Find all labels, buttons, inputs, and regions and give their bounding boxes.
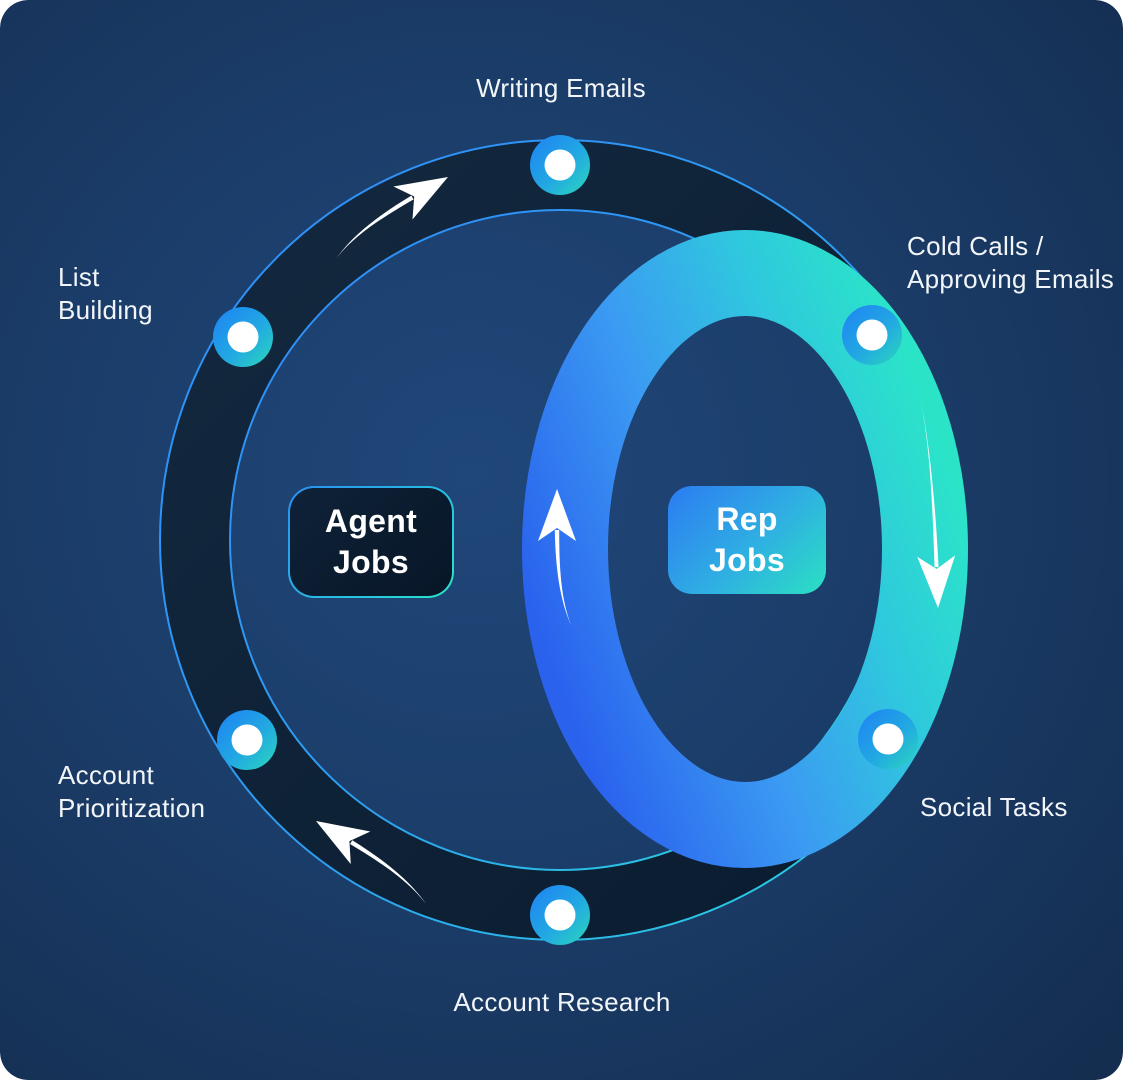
flow-arrow-bottom-left: [316, 821, 426, 904]
node-writing-emails-marker: [530, 135, 590, 195]
node-label-account-research: Account Research: [453, 987, 671, 1017]
node-label-social-tasks: Social Tasks: [920, 792, 1068, 822]
node-label-writing-emails: Writing Emails: [476, 73, 646, 103]
node-account-research-marker: [530, 885, 590, 945]
node-social-tasks-marker: [858, 709, 918, 769]
rep-jobs-box: Rep Jobs: [668, 486, 826, 594]
node-account-prioritization-marker: [217, 710, 277, 770]
rep-ring: [522, 230, 968, 868]
node-label-account-prioritization: Account Prioritization: [58, 760, 206, 823]
agent-jobs-box: Agent Jobs: [288, 486, 454, 598]
flow-arrow-rep-up: [538, 489, 576, 626]
node-label-list-building: List Building: [58, 262, 153, 325]
flow-arrow-top-left: [336, 177, 448, 259]
flow-arrow-rep-down: [917, 400, 956, 608]
node-cold-calls-marker: [842, 305, 902, 365]
node-label-cold-calls-approving-emails: Cold Calls / Approving Emails: [907, 231, 1115, 294]
node-list-building-marker: [213, 307, 273, 367]
